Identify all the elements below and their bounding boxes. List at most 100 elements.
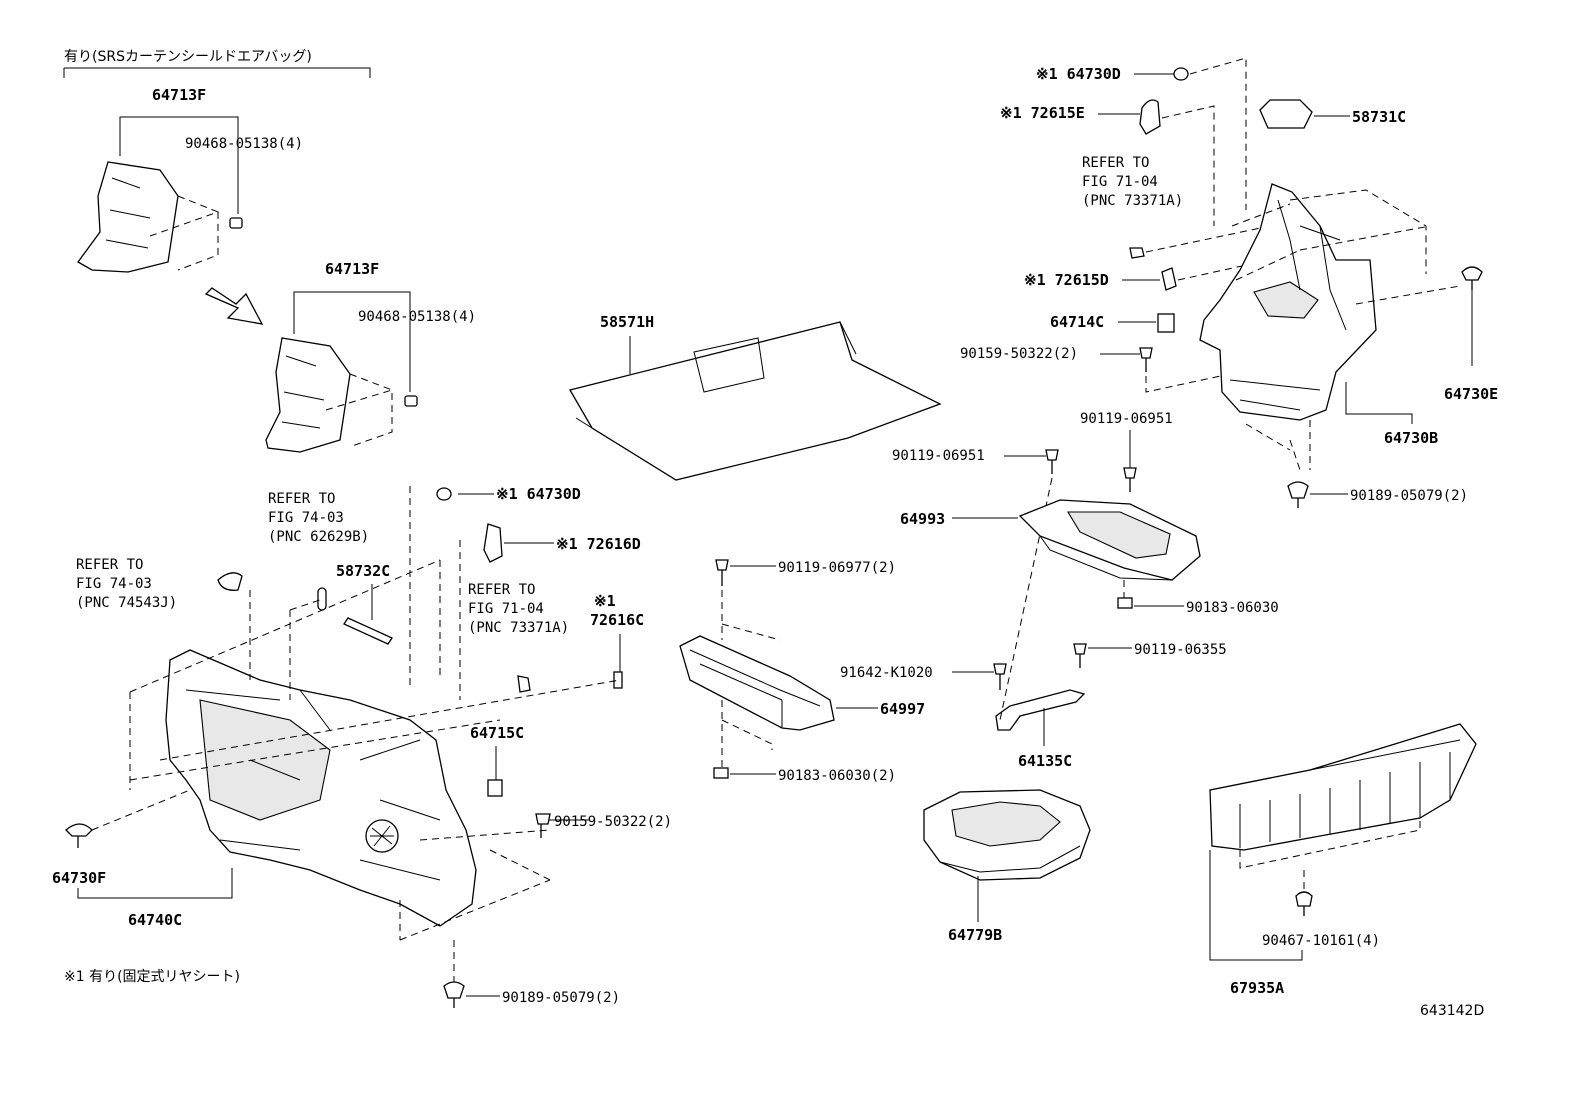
part-67935A-shape xyxy=(1209,723,1477,851)
cap-64730D-b-icon xyxy=(1173,67,1189,81)
tray-lower-dashes xyxy=(721,700,773,770)
part-64713F-b-dashes xyxy=(325,373,393,447)
label-refer4-line1: REFER TO xyxy=(1082,155,1149,171)
bolt-90119-06355-icon xyxy=(1073,643,1087,668)
label-72615D[interactable]: ※1 72615D xyxy=(1024,271,1109,289)
part-72615E-dash xyxy=(1161,105,1215,226)
part-64713F-a-detail xyxy=(105,177,151,249)
label-90468-b[interactable]: 90468-05138(4) xyxy=(358,309,476,325)
label-58732C[interactable]: 58732C xyxy=(336,562,390,580)
part-64714C-icon xyxy=(1157,313,1175,333)
label-90159-b[interactable]: 90159-50322(2) xyxy=(960,346,1078,362)
label-refer2-line2: FIG 74-03 xyxy=(76,576,152,592)
label-refer1-line3[interactable]: (PNC 62629B) xyxy=(268,529,369,545)
direction-arrow-icon xyxy=(204,287,264,325)
clip-90467-icon xyxy=(1295,891,1313,916)
label-refer2-line1: REFER TO xyxy=(76,557,143,573)
label-64715C[interactable]: 64715C xyxy=(470,724,524,742)
label-58731C[interactable]: 58731C xyxy=(1352,108,1406,126)
label-90119-06951-b[interactable]: 90119-06951 xyxy=(1080,411,1173,427)
speaker-grille-lines xyxy=(370,825,394,847)
part-64135C-shape xyxy=(995,689,1086,731)
label-refer3-line2: FIG 71-04 xyxy=(468,601,544,617)
leader-64713F-b xyxy=(293,291,411,392)
label-72616C-line2[interactable]: 72616C xyxy=(590,611,644,629)
label-refer3-line1: REFER TO xyxy=(468,582,535,598)
part-72615D-dash xyxy=(1177,261,1261,281)
part-64993-detail xyxy=(1039,535,1173,581)
part-64740C-dashes xyxy=(129,486,621,941)
bolt-90119-06951-a-icon xyxy=(1045,449,1059,474)
leader-64713F-a xyxy=(119,116,239,214)
clip-refer3-icon xyxy=(517,675,531,693)
label-64730D-a[interactable]: ※1 64730D xyxy=(496,485,581,503)
bolt-91642-icon xyxy=(993,663,1007,690)
label-64997[interactable]: 64997 xyxy=(880,700,925,718)
part-72615E-icon xyxy=(1139,99,1161,135)
label-58571H[interactable]: 58571H xyxy=(600,313,654,331)
part-64730B-dashes xyxy=(1231,189,1461,471)
part-64713F-a-shape xyxy=(77,161,179,273)
leader-64730B xyxy=(1345,382,1413,424)
label-90119-06355[interactable]: 90119-06355 xyxy=(1134,642,1227,658)
label-90189-a[interactable]: 90189-05079(2) xyxy=(502,990,620,1006)
label-64713F-a[interactable]: 64713F xyxy=(152,86,206,104)
label-refer4-line3[interactable]: (PNC 73371A) xyxy=(1082,193,1183,209)
airbag-variant-note: 有り(SRSカーテンシールドエアバッグ) xyxy=(64,49,312,65)
screw-90159-b-icon xyxy=(1139,347,1153,372)
label-90119-06977[interactable]: 90119-06977(2) xyxy=(778,560,896,576)
bolt-90119-06951-b-icon xyxy=(1123,467,1137,492)
label-90159-a[interactable]: 90159-50322(2) xyxy=(554,814,672,830)
label-64730B[interactable]: 64730B xyxy=(1384,429,1438,447)
label-90183-a[interactable]: 90183-06030(2) xyxy=(778,768,896,784)
clip-90189-b-icon xyxy=(1287,481,1309,508)
clip-90183-a-icon xyxy=(713,767,729,779)
part-64715C-icon xyxy=(487,779,503,797)
label-64713F-b[interactable]: 64713F xyxy=(325,260,379,278)
part-64730B-pocket xyxy=(1253,281,1319,319)
clip-64730F-icon xyxy=(65,823,93,848)
label-64714C[interactable]: 64714C xyxy=(1050,313,1104,331)
clip-refer4-icon xyxy=(1129,247,1145,259)
leader-67935A xyxy=(1209,850,1303,961)
cap-64730D-a-icon xyxy=(436,487,452,501)
part-64997-detail xyxy=(689,649,821,728)
label-72616D[interactable]: ※1 72616D xyxy=(556,535,641,553)
label-72615E[interactable]: ※1 72615E xyxy=(1000,104,1085,122)
label-67935A[interactable]: 67935A xyxy=(1230,979,1284,997)
label-90119-06951-a[interactable]: 90119-06951 xyxy=(892,448,985,464)
label-64993[interactable]: 64993 xyxy=(900,510,945,528)
label-90189-b[interactable]: 90189-05079(2) xyxy=(1350,488,1468,504)
label-refer2-line3[interactable]: (PNC 74543J) xyxy=(76,595,177,611)
clip-90189-a-icon xyxy=(443,981,465,1008)
part-58732C-icon xyxy=(343,617,393,645)
part-64713F-a-dashes xyxy=(149,195,219,271)
label-refer3-line3[interactable]: (PNC 73371A) xyxy=(468,620,569,636)
leader-64740C xyxy=(77,868,233,899)
label-91642[interactable]: 91642-K1020 xyxy=(840,665,933,681)
variant-bracket xyxy=(63,67,371,78)
clip-refer4-dash xyxy=(1145,225,1271,253)
label-64779B[interactable]: 64779B xyxy=(948,926,1002,944)
cap-refer2-icon xyxy=(217,572,243,591)
part-72616D-icon xyxy=(483,523,503,563)
label-90467[interactable]: 90467-10161(4) xyxy=(1262,933,1380,949)
screw-90159-b-dash xyxy=(1145,373,1231,393)
label-64740C[interactable]: 64740C xyxy=(128,911,182,929)
label-64730D-b[interactable]: ※1 64730D xyxy=(1036,65,1121,83)
label-refer4-line2: FIG 71-04 xyxy=(1082,174,1158,190)
label-refer1-line2: FIG 74-03 xyxy=(268,510,344,526)
part-72616C-icon xyxy=(613,671,623,689)
label-64135C[interactable]: 64135C xyxy=(1018,752,1072,770)
label-90468-a[interactable]: 90468-05138(4) xyxy=(185,136,303,152)
label-64730F[interactable]: 64730F xyxy=(52,869,106,887)
screw-90159-a-icon xyxy=(535,813,551,838)
part-64740C-detail xyxy=(185,689,441,881)
label-90183-b[interactable]: 90183-06030 xyxy=(1186,600,1279,616)
leader-64730F-dash xyxy=(91,789,191,831)
label-64730E[interactable]: 64730E xyxy=(1444,385,1498,403)
cap-64730D-b-dash xyxy=(1189,57,1247,210)
part-58571H-shape xyxy=(569,321,942,481)
part-64993-cavity xyxy=(1067,511,1171,559)
